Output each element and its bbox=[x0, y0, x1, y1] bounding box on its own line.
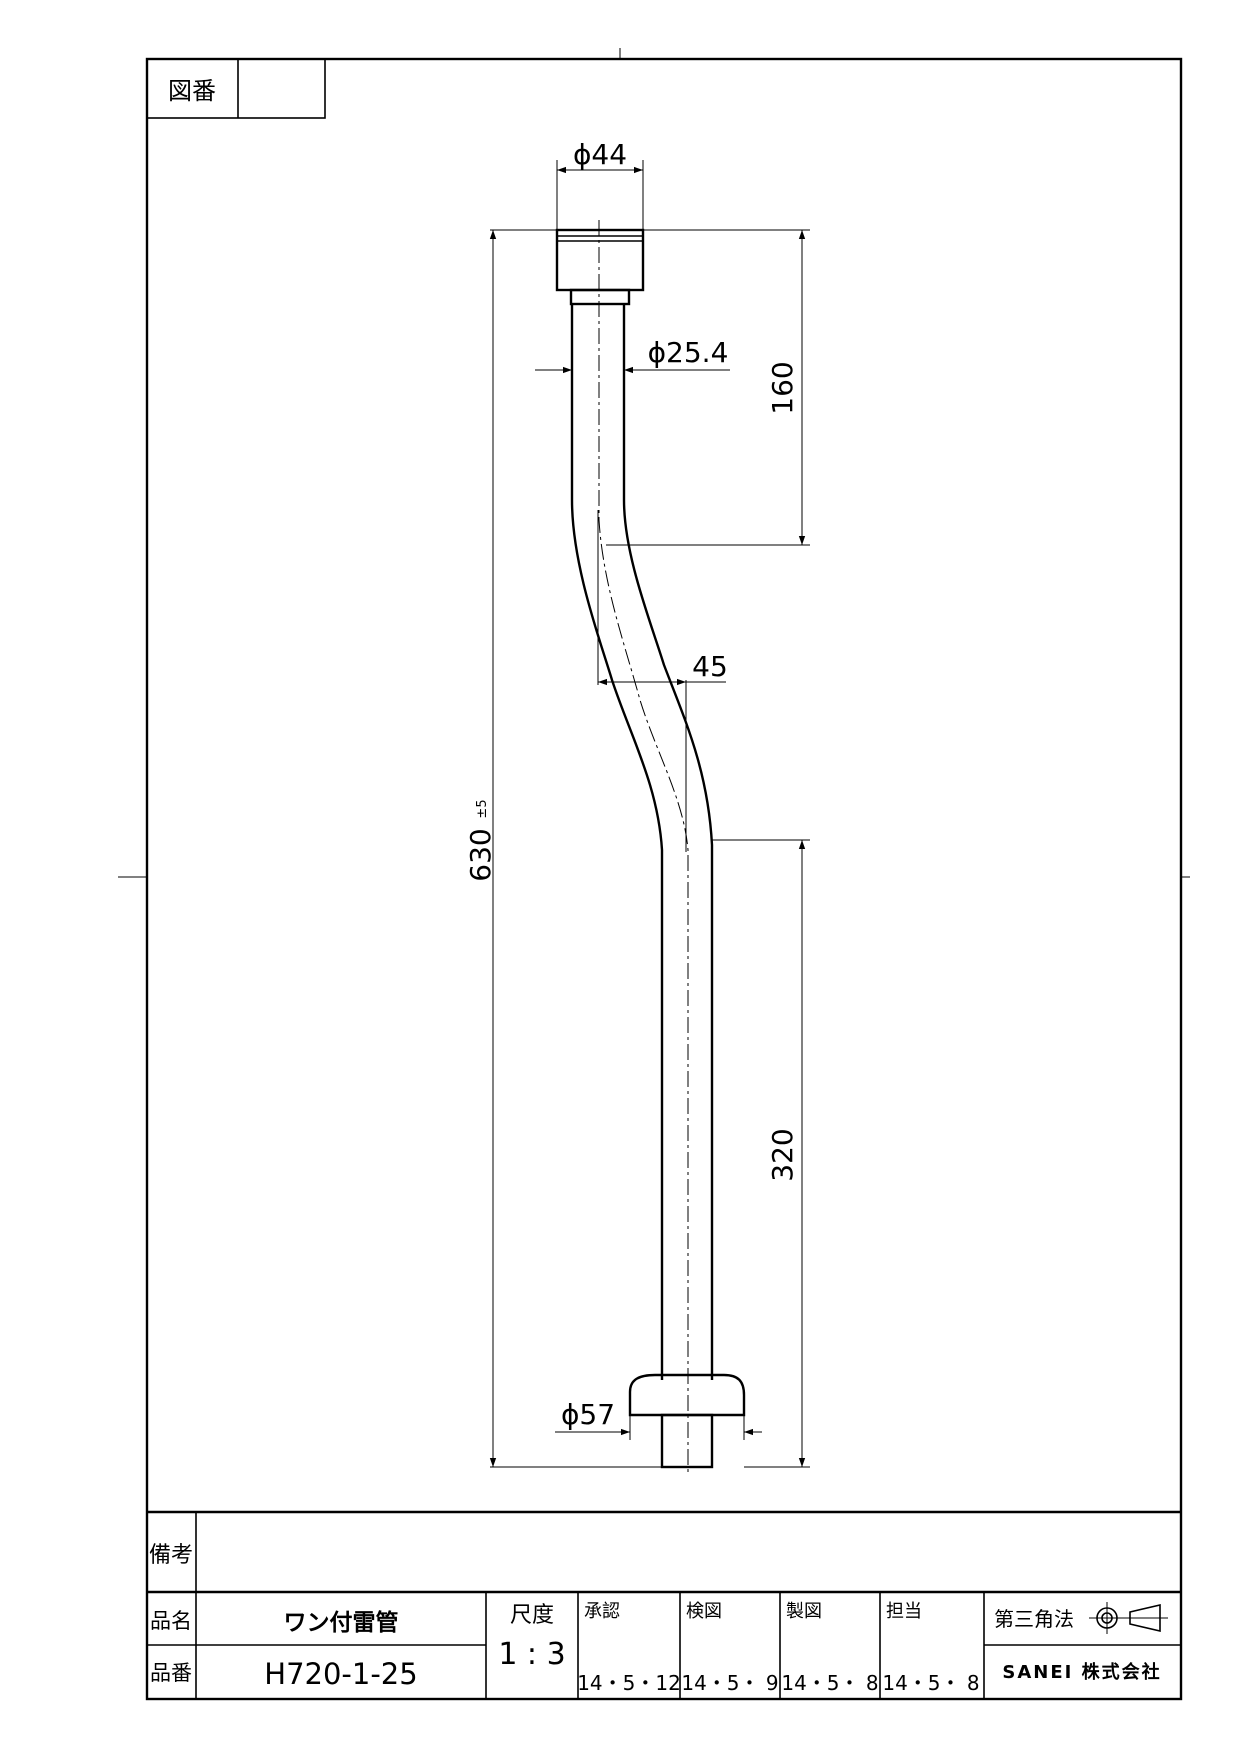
projection-label: 第三角法 bbox=[994, 1607, 1074, 1631]
dim-upper-length-text: 160 bbox=[766, 361, 799, 414]
dim-top-diameter-text: ϕ44 bbox=[573, 138, 627, 171]
dim-total-tolerance-text: ±5 bbox=[475, 799, 490, 818]
pipe-part bbox=[555, 220, 746, 1476]
dim-total-length-text: 630 bbox=[464, 828, 497, 881]
dimension-lower-length: 320 bbox=[712, 839, 810, 1468]
title-block: 備考 品名 ワン付雷管 品番 H720-1-25 尺度 1 : 3 承認 14・… bbox=[147, 1510, 1181, 1699]
drawing-frame bbox=[145, 57, 1183, 1701]
pipe-centerline bbox=[598, 220, 689, 1476]
drawing-number-label: 図番 bbox=[168, 77, 216, 105]
approval-date-check: 14・5・ 9 bbox=[681, 1671, 778, 1695]
pipe-wall-left bbox=[570, 304, 664, 1380]
dimension-upper-length: 160 bbox=[606, 229, 810, 546]
dimension-offset: 45 bbox=[598, 650, 728, 686]
dim-pipe-diameter-text: ϕ25.4 bbox=[648, 336, 729, 369]
bottom-flange bbox=[628, 1373, 746, 1417]
pipe-wall-right bbox=[622, 304, 714, 1380]
dimension-pipe-diameter: ϕ25.4 bbox=[535, 336, 730, 374]
part-number-value: H720-1-25 bbox=[264, 1657, 417, 1691]
collar bbox=[569, 288, 631, 306]
company-name: SANEI 株式会社 bbox=[1002, 1661, 1161, 1683]
dim-flange-diameter-text: ϕ57 bbox=[561, 1398, 615, 1431]
part-name-label: 品名 bbox=[150, 1609, 192, 1633]
dimension-total-length: 630 ±5 bbox=[464, 229, 662, 1468]
drawing-number-box: 図番 bbox=[146, 58, 326, 119]
approval-date-approve: 14・5・12 bbox=[577, 1671, 681, 1695]
top-nut bbox=[555, 228, 645, 292]
approval-date-charge: 14・5・ 8 bbox=[882, 1671, 979, 1695]
dimension-flange-diameter: ϕ57 bbox=[555, 1398, 762, 1440]
part-number-label: 品番 bbox=[150, 1661, 192, 1685]
approval-label-approve: 承認 bbox=[584, 1601, 620, 1622]
dim-lower-length-text: 320 bbox=[766, 1128, 799, 1181]
approval-label-draft: 製図 bbox=[786, 1601, 822, 1622]
dimension-top-diameter: ϕ44 bbox=[556, 138, 644, 230]
third-angle-projection-icon bbox=[1089, 1602, 1168, 1634]
approval-date-draft: 14・5・ 8 bbox=[781, 1671, 878, 1695]
dim-offset-text: 45 bbox=[692, 650, 728, 683]
bottom-spigot bbox=[660, 1413, 714, 1469]
approval-label-charge: 担当 bbox=[886, 1601, 922, 1622]
part-name-value: ワン付雷管 bbox=[284, 1609, 399, 1636]
scale-label: 尺度 bbox=[510, 1603, 554, 1628]
scale-value: 1 : 3 bbox=[498, 1637, 565, 1672]
approval-label-check: 検図 bbox=[686, 1601, 722, 1622]
remarks-label: 備考 bbox=[149, 1543, 193, 1568]
